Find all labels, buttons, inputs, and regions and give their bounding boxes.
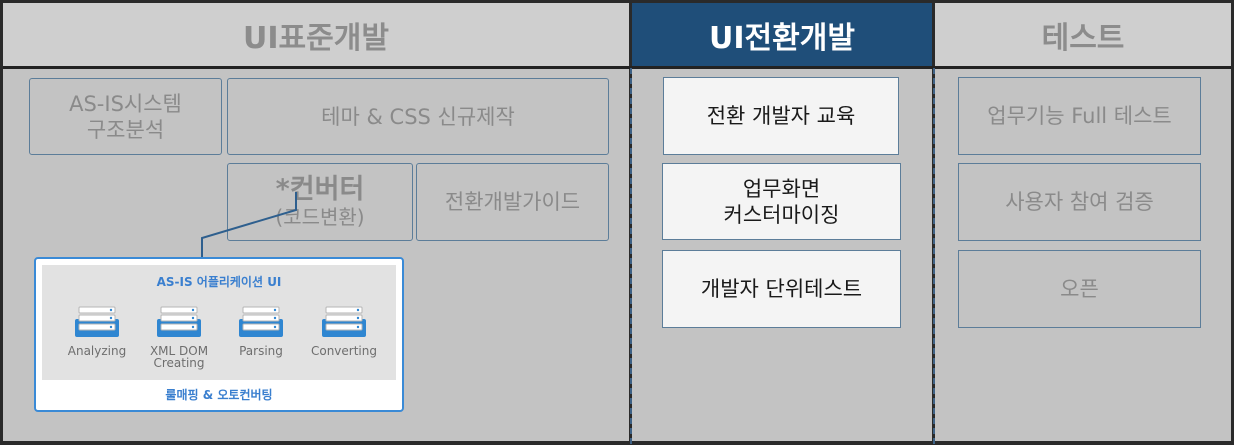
conversion-guide-box: 전환개발가이드 bbox=[416, 163, 609, 241]
asis-analysis-line: AS-IS시스템 bbox=[69, 91, 182, 116]
column-divider bbox=[630, 68, 632, 444]
box-label: 커스터마이징 bbox=[723, 202, 840, 227]
box-label: 업무화면 bbox=[742, 176, 821, 201]
open-box: 오픈 bbox=[958, 250, 1201, 328]
step-converting: Converting bbox=[304, 305, 384, 357]
converter-process-panel: AS-IS 어플리케이션 UI Analyzing bbox=[42, 265, 396, 380]
column-divider bbox=[933, 68, 935, 444]
converter-detail-card: AS-IS 어플리케이션 UI Analyzing bbox=[34, 257, 404, 412]
converter-subtitle: (코드변환) bbox=[275, 205, 365, 229]
developer-training-box: 전환 개발자 교육 bbox=[663, 77, 899, 155]
header-standard: UI표준개발 bbox=[3, 3, 629, 66]
asis-analysis-line: 구조분석 bbox=[86, 117, 165, 142]
box-label: 사용자 참여 검증 bbox=[1005, 190, 1154, 214]
full-function-test-box: 업무기능 Full 테스트 bbox=[958, 77, 1201, 155]
theme-css-label: 테마 & CSS 신규제작 bbox=[321, 104, 515, 129]
step-label: Analyzing bbox=[67, 344, 127, 358]
server-stack-icon bbox=[75, 306, 119, 337]
step-label: Creating bbox=[153, 356, 205, 370]
asis-analysis-box: AS-IS시스템 구조분석 bbox=[29, 78, 222, 155]
unit-test-box: 개발자 단위테스트 bbox=[662, 250, 901, 328]
screen-customizing-box: 업무화면 커스터마이징 bbox=[662, 163, 901, 240]
inset-title: AS-IS 어플리케이션 UI bbox=[156, 275, 282, 289]
box-label: 업무기능 Full 테스트 bbox=[987, 104, 1172, 128]
box-label: 오픈 bbox=[1060, 277, 1099, 301]
step-label: Parsing bbox=[239, 344, 283, 358]
box-label: 전환 개발자 교육 bbox=[706, 104, 856, 128]
server-stack-icon bbox=[322, 306, 366, 337]
step-xml-dom-creating: XML DOM Creating bbox=[139, 305, 219, 369]
header-test: 테스트 bbox=[935, 3, 1231, 66]
box-label: 개발자 단위테스트 bbox=[700, 277, 863, 301]
step-analyzing: Analyzing bbox=[57, 305, 137, 357]
conversion-guide-label: 전환개발가이드 bbox=[444, 190, 581, 214]
converter-box: *컨버터 (코드변환) bbox=[227, 163, 413, 241]
theme-css-box: 테마 & CSS 신규제작 bbox=[227, 78, 609, 155]
step-parsing: Parsing bbox=[221, 305, 301, 357]
header-conversion: UI전환개발 bbox=[632, 3, 932, 66]
server-stack-icon bbox=[239, 306, 283, 337]
step-label: Converting bbox=[310, 344, 377, 358]
step-label: XML DOM bbox=[149, 344, 209, 358]
server-stack-icon bbox=[157, 306, 201, 337]
user-verification-box: 사용자 참여 검증 bbox=[958, 163, 1201, 241]
converter-title: *컨버터 bbox=[275, 174, 365, 205]
header-divider bbox=[3, 66, 1231, 69]
inset-footer: 룰매핑 & 오토컨버팅 bbox=[165, 388, 273, 402]
